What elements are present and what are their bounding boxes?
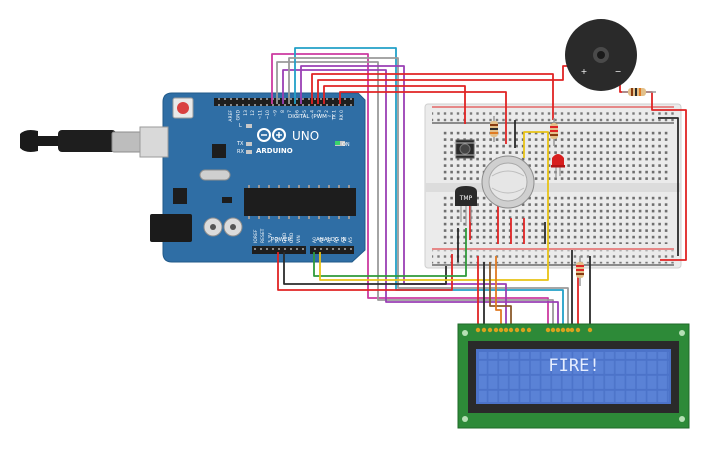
led-icon (551, 154, 565, 178)
pin-label: A2 (326, 237, 332, 243)
temp-sensor-label: TMP (459, 195, 473, 202)
wire-lcd-d6 (276, 61, 554, 325)
reset-button-icon[interactable] (172, 97, 194, 119)
resistor-icon (622, 88, 656, 96)
lcd-text-line1: FIRE! (548, 356, 599, 376)
led-rx-label: RX (237, 149, 244, 155)
pin-label: 8 (280, 110, 286, 113)
arduino-model-text: UNO (292, 129, 319, 143)
pin-label: 13 (243, 110, 249, 116)
power-jack (150, 214, 192, 242)
wire-led (311, 73, 554, 120)
usb-cable-icon (20, 126, 169, 158)
pin-label: A5 (348, 237, 354, 243)
pin-label: GND (235, 109, 241, 120)
pin-label: ~3 (317, 110, 323, 117)
lcd-display-icon: FIRE! (457, 323, 690, 429)
pin-label: ~6 (295, 110, 301, 117)
wire-lcd-rs (300, 65, 507, 325)
wire-gas-a1 (319, 131, 549, 281)
pin-label: ~10 (265, 110, 271, 120)
digital-header-label: DIGITAL (PWM~) (288, 114, 334, 120)
pin-label: VIN (296, 235, 302, 243)
wire-button (323, 85, 466, 124)
temp-sensor-icon: TMP (455, 186, 477, 226)
pin-label: 4 (309, 110, 315, 113)
pin-label: ~11 (258, 110, 264, 120)
power-header (252, 246, 306, 254)
buzzer-plus-label: + (581, 67, 588, 76)
wire-lcd-d5 (282, 69, 559, 325)
pushbutton-icon[interactable] (454, 139, 476, 159)
gas-sensor-icon (481, 155, 535, 209)
pin-label: GND (289, 232, 295, 243)
pin-label: ~5 (302, 110, 308, 117)
pin-label: TX 1 (332, 110, 338, 121)
wire-gas-sensor (339, 91, 507, 144)
breadboard (424, 103, 682, 269)
resistor-icon (550, 118, 558, 146)
wire-lcd-en (288, 57, 569, 325)
pin-label: A0 (312, 237, 318, 243)
led-tx-label: TX (236, 141, 244, 147)
wire-gnd (283, 252, 447, 285)
arduino-logo-icon (257, 128, 286, 142)
power-header-label: POWER (271, 237, 292, 243)
pin-label: IOREF (253, 229, 259, 243)
pin-label: 7 (287, 110, 293, 113)
pin-label: A3 (334, 237, 340, 243)
resistor-icon (490, 116, 498, 142)
pin-label: A4 (341, 237, 347, 243)
pin-label: 12 (250, 110, 256, 116)
arduino-brand-text: ARDUINO (256, 147, 293, 155)
piezo-buzzer-icon: + − (565, 19, 637, 91)
crystal (199, 169, 231, 181)
power-led-label: ON (342, 142, 350, 148)
led-l-label: L (239, 123, 242, 129)
pin-label: A1 (319, 237, 325, 243)
pin-label: 5V (275, 236, 281, 243)
pin-label: ~9 (272, 110, 278, 117)
analog-header (310, 246, 354, 254)
wire-tmp-a0 (313, 228, 467, 277)
pin-label: RESET (260, 228, 266, 243)
wire-5v (277, 252, 453, 291)
wires (271, 47, 687, 325)
analog-header-label: ANALOG IN (316, 237, 347, 243)
pin-label: AREF (228, 110, 234, 122)
pin-label: RX 0 (339, 110, 345, 121)
resistor-icon (576, 256, 584, 286)
arduino-board: ARDUINO UNO DIGITAL (PWM~) POWER ANALOG … (20, 92, 366, 263)
digital-header (214, 98, 354, 106)
pin-label: GND (282, 232, 288, 243)
atmega-chip (244, 188, 356, 216)
pin-label: 3.3V (267, 232, 273, 243)
pin-label: 2 (324, 110, 330, 113)
buzzer-minus-label: − (615, 67, 622, 76)
